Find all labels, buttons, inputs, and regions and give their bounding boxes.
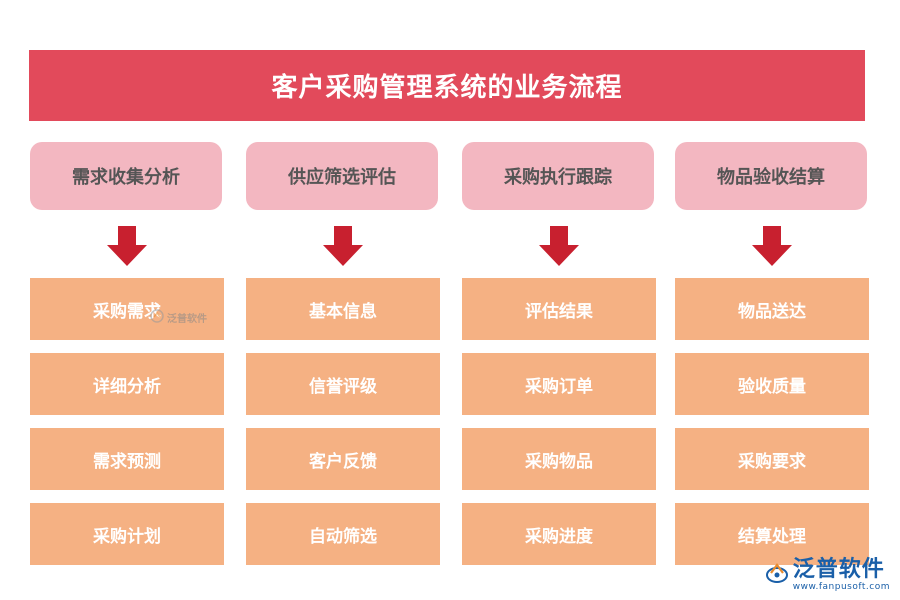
- step-box: 采购要求: [675, 428, 869, 490]
- step-box: 评估结果: [462, 278, 656, 340]
- step-box: 采购订单: [462, 353, 656, 415]
- step-box: 自动筛选: [246, 503, 440, 565]
- step-label: 采购要求: [738, 451, 806, 472]
- step-label: 采购物品: [525, 451, 593, 472]
- logo-name: 泛普软件: [792, 557, 885, 582]
- down-arrow-icon: [539, 226, 579, 266]
- title-banner: 客户采购管理系统的业务流程: [29, 50, 865, 121]
- diagram-title: 客户采购管理系统的业务流程: [271, 73, 623, 103]
- step-label: 客户反馈: [309, 451, 377, 472]
- down-arrow-icon: [107, 226, 147, 266]
- step-label: 评估结果: [525, 301, 593, 322]
- step-label: 详细分析: [93, 376, 161, 397]
- process-column-4: 物品验收结算 物品送达 验收质量 采购要求 结算处理: [675, 142, 869, 565]
- step-box: 客户反馈: [246, 428, 440, 490]
- stage-header-label: 供应筛选评估: [288, 167, 396, 188]
- step-box: 物品送达: [675, 278, 869, 340]
- fanpu-logo-icon: [765, 561, 789, 589]
- step-box: 采购需求: [30, 278, 224, 340]
- step-label: 自动筛选: [309, 526, 377, 547]
- step-box: 信誉评级: [246, 353, 440, 415]
- process-column-2: 供应筛选评估 基本信息 信誉评级 客户反馈 自动筛选: [246, 142, 440, 565]
- step-box: 需求预测: [30, 428, 224, 490]
- step-label: 验收质量: [738, 376, 806, 397]
- step-box: 采购进度: [462, 503, 656, 565]
- watermark: 泛普软件: [150, 308, 207, 327]
- stage-header-label: 物品验收结算: [717, 167, 825, 188]
- process-column-1: 需求收集分析 采购需求 详细分析 需求预测 采购计划: [30, 142, 224, 565]
- watermark-text: 泛普软件: [167, 314, 207, 325]
- process-column-3: 采购执行跟踪 评估结果 采购订单 采购物品 采购进度: [462, 142, 656, 565]
- step-box: 详细分析: [30, 353, 224, 415]
- step-box: 结算处理: [675, 503, 869, 565]
- stage-header: 供应筛选评估: [246, 142, 438, 210]
- step-label: 基本信息: [309, 301, 377, 322]
- step-label: 采购订单: [525, 376, 593, 397]
- logo-url: www.fanpusoft.com: [792, 582, 890, 592]
- step-box: 采购物品: [462, 428, 656, 490]
- stage-header: 采购执行跟踪: [462, 142, 654, 210]
- down-arrow-icon: [752, 226, 792, 266]
- step-label: 信誉评级: [309, 376, 377, 397]
- down-arrow-icon: [323, 226, 363, 266]
- step-label: 采购需求: [93, 301, 161, 322]
- step-label: 采购计划: [93, 526, 161, 547]
- stage-header: 物品验收结算: [675, 142, 867, 210]
- watermark-logo-icon: [150, 308, 164, 327]
- step-box: 采购计划: [30, 503, 224, 565]
- stage-header-label: 采购执行跟踪: [504, 167, 612, 188]
- stage-header-label: 需求收集分析: [72, 167, 180, 188]
- step-label: 需求预测: [93, 451, 161, 472]
- step-label: 物品送达: [738, 301, 806, 322]
- step-box: 验收质量: [675, 353, 869, 415]
- brand-logo: 泛普软件 www.fanpusoft.com: [765, 558, 890, 592]
- step-label: 结算处理: [738, 526, 806, 547]
- step-label: 采购进度: [525, 526, 593, 547]
- step-box: 基本信息: [246, 278, 440, 340]
- stage-header: 需求收集分析: [30, 142, 222, 210]
